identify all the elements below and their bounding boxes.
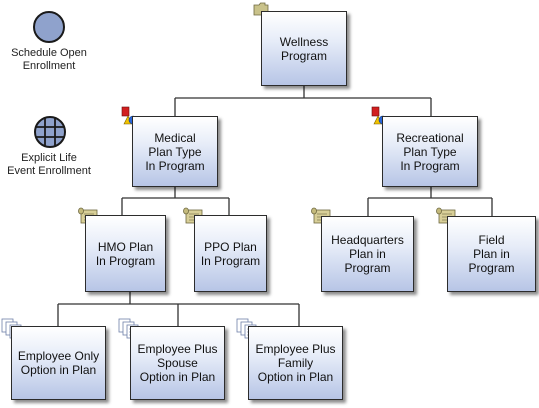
node-ppo-plan[interactable]: PPO Plan In Program [194, 215, 267, 292]
node-employee-only-option[interactable]: Employee Only Option in Plan [11, 326, 106, 400]
node-recreational-plan-type[interactable]: Recreational Plan Type In Program [382, 116, 478, 187]
node-label: Medical Plan Type In Program [145, 130, 205, 173]
node-medical-plan-type[interactable]: Medical Plan Type In Program [132, 116, 218, 187]
node-employee-plus-spouse-option[interactable]: Employee Plus Spouse Option in Plan [130, 326, 225, 400]
node-label: Headquarters Plan in Program [331, 233, 404, 275]
node-label: Employee Plus Family Option in Plan [255, 342, 336, 384]
legend-schedule-open-enrollment: Schedule Open Enrollment [11, 47, 87, 72]
node-hmo-plan[interactable]: HMO Plan In Program [85, 215, 166, 292]
node-label: Recreational Plan Type In Program [396, 130, 464, 173]
grid-globe-icon [33, 115, 67, 154]
globe-icon [32, 10, 66, 49]
node-employee-plus-family-option[interactable]: Employee Plus Family Option in Plan [248, 326, 343, 400]
node-wellness-program[interactable]: Wellness Program [261, 11, 347, 86]
node-headquarters-plan[interactable]: Headquarters Plan in Program [321, 216, 414, 292]
node-label: Employee Only Option in Plan [17, 349, 100, 377]
legend-explicit-life-event-enrollment: Explicit Life Event Enrollment [7, 152, 91, 177]
node-label: PPO Plan In Program [200, 239, 261, 268]
node-label: Employee Plus Spouse Option in Plan [137, 342, 218, 384]
node-label: Field Plan in Program [468, 233, 515, 275]
node-field-plan[interactable]: Field Plan in Program [447, 216, 536, 292]
node-label: Wellness Program [279, 34, 329, 63]
node-label: HMO Plan In Program [95, 239, 156, 268]
